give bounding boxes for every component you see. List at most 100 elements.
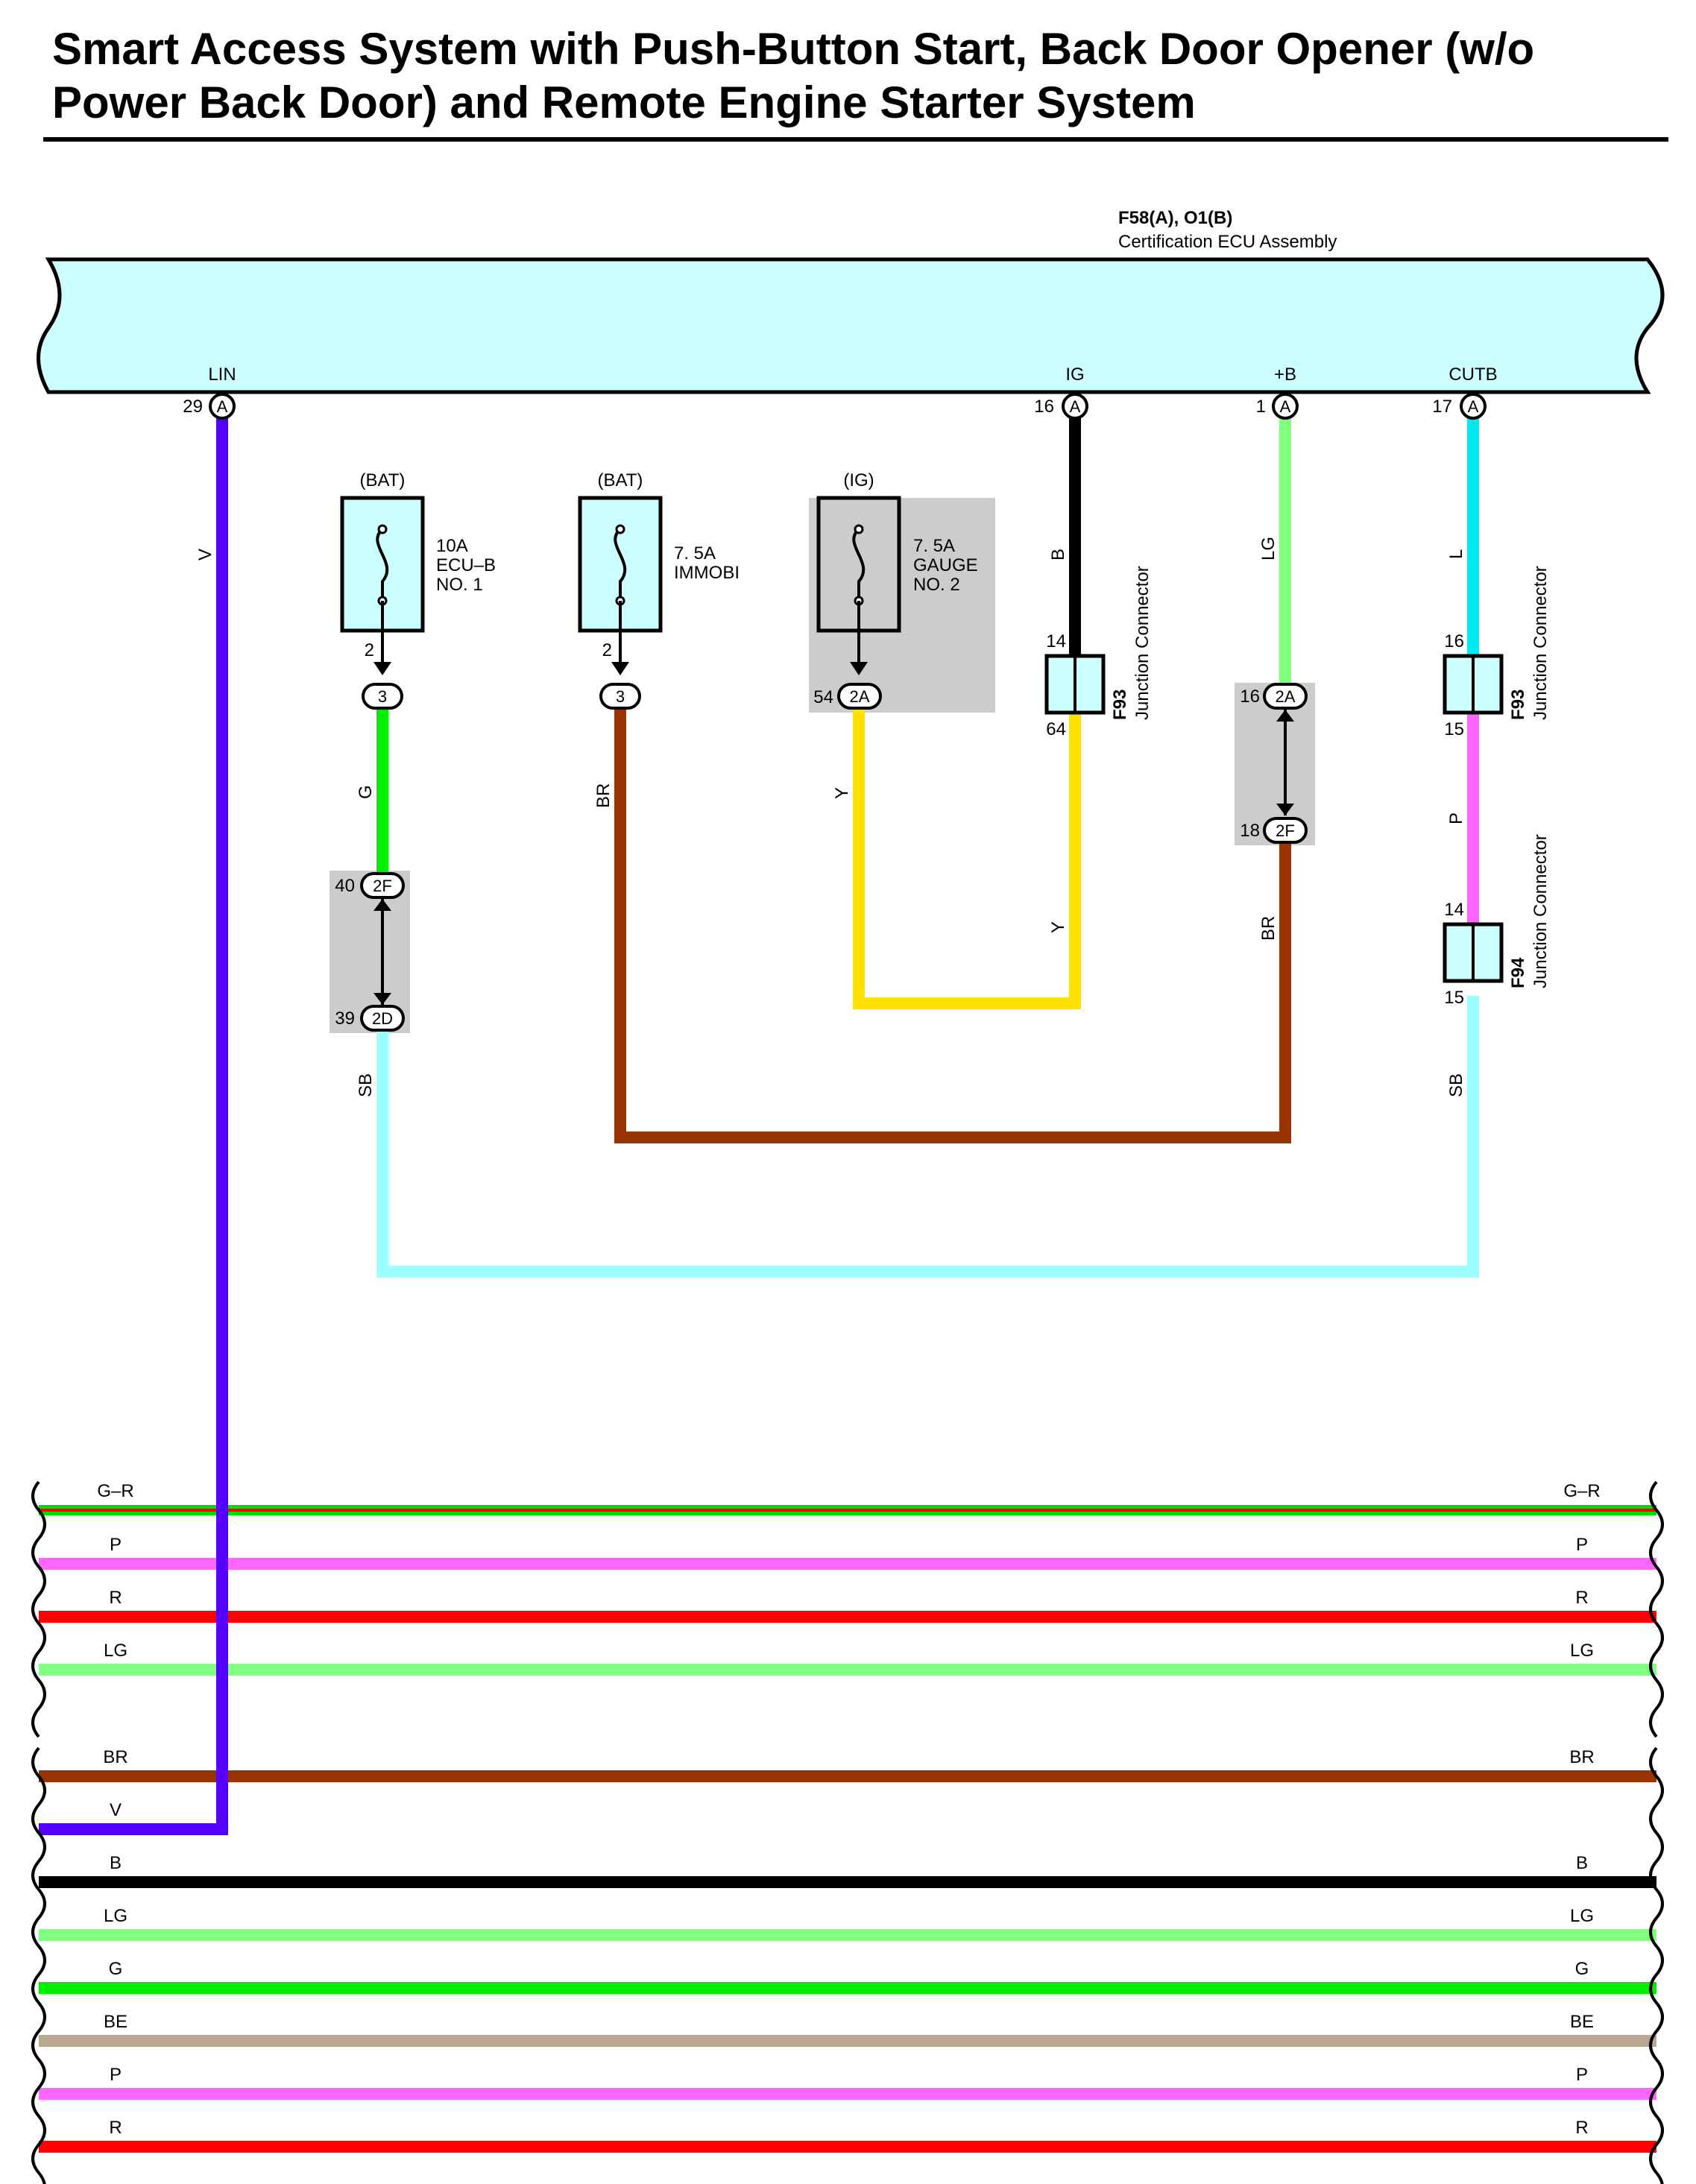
- wire-label-ig-y: Y: [1048, 921, 1068, 933]
- ecu-pin-lin: A 29 LIN: [183, 364, 236, 420]
- bus-label-r2-right: R: [1575, 2118, 1588, 2138]
- wire-gauge-y: [853, 708, 1081, 1009]
- inline-connector-2a-2f: 2A 16 2F 18: [1240, 683, 1308, 844]
- fuse-gauge-label-3: NO. 2: [913, 575, 960, 595]
- page-title: Smart Access System with Push-Button Sta…: [52, 24, 1535, 127]
- wire-label-immobi-br: BR: [593, 783, 614, 808]
- ecu-body: [37, 257, 1665, 394]
- wire-label-lin: V: [195, 549, 215, 561]
- wire-lin-v: [39, 416, 228, 1835]
- junction-f93-cutb-name: Junction Connector: [1531, 566, 1551, 720]
- junction-f94-cutb: 14 15 F94 Junction Connector: [1443, 834, 1551, 1008]
- fuse-ecub-label-1: 10A: [436, 536, 468, 556]
- bus-label-p2-left: P: [110, 2065, 122, 2085]
- ecu-pin-plusb-conn: A: [1280, 397, 1291, 416]
- inline-2f-b-conn: 2F: [1276, 821, 1295, 840]
- fuse-gauge-label-1: 7. 5A: [913, 536, 955, 556]
- fuse-immobi-conn: 3: [616, 687, 625, 706]
- ecu-header: F58(A), O1(B) Certification ECU Assembly: [37, 208, 1665, 394]
- junction-f93-cutb-bottom-pin: 15: [1444, 719, 1464, 739]
- junction-f94-id: F94: [1508, 957, 1528, 988]
- fuse-gauge-conn: 2A: [850, 687, 870, 706]
- bus-break-marks: [31, 1480, 1664, 2184]
- wire-label-cutb-sb: SB: [1446, 1073, 1466, 1097]
- bus-group-2: [39, 1770, 1656, 2153]
- wire-label-cutb-p: P: [1446, 812, 1466, 824]
- wire-label-ecub-g: G: [356, 785, 376, 799]
- wire-label-gauge-y: Y: [832, 787, 852, 799]
- ecu-pin-plusb-num: 1: [1256, 397, 1266, 417]
- bus-label-br-right: BR: [1569, 1747, 1594, 1767]
- junction-f93-ig-top-pin: 14: [1046, 631, 1066, 651]
- ecu-pin-cutb-num: 17: [1432, 397, 1452, 417]
- junction-f93-ig: 14 64 F93 Junction Connector: [1044, 566, 1153, 739]
- ecu-pin-ig: A 16 IG: [1034, 364, 1088, 420]
- fuse-gauge-element: [852, 528, 866, 601]
- bus-label-g-r-left: G–R: [97, 1481, 133, 1501]
- inline-2d-num: 39: [335, 1009, 355, 1029]
- bus-label-p1-right: P: [1576, 1535, 1588, 1555]
- inline-connector-2f-2d: 2F 40 2D 39: [335, 872, 405, 1032]
- ecu-name: Certification ECU Assembly: [1118, 232, 1337, 252]
- fuse-ecub-element: [376, 528, 389, 601]
- fuse-immobi-label-2: IMMOBI: [674, 563, 740, 583]
- wire-label-plusb-lg: LG: [1258, 537, 1279, 561]
- bus-label-g-r-right: G–R: [1563, 1481, 1600, 1501]
- bus-label-b-right: B: [1576, 1853, 1588, 1873]
- bus-label-lg1-right: LG: [1570, 1641, 1594, 1661]
- ecu-pin-ig-name: IG: [1065, 364, 1084, 385]
- wire-ecub-sb: [376, 996, 1479, 1278]
- wire-immobi-br: [614, 708, 1291, 1143]
- fuse-ecub-pin: 2: [365, 640, 374, 660]
- ecu-pin-cutb: A 17 CUTB: [1432, 364, 1498, 420]
- fuse-ecub: (BAT) 10A ECU–B NO. 1 2 3: [340, 470, 496, 710]
- wire-label-plusb-br: BR: [1258, 916, 1279, 941]
- fuse-ecub-conn: 3: [378, 687, 387, 706]
- junction-f93-ig-name: Junction Connector: [1132, 566, 1153, 720]
- ecu-pin-lin-name: LIN: [208, 364, 236, 385]
- bus-label-b-left: B: [110, 1853, 122, 1873]
- junction-f93-cutb: 16 15 F93 Junction Connector: [1443, 566, 1551, 739]
- bus-label-be-left: BE: [104, 2012, 127, 2032]
- bus-label-lg1-left: LG: [104, 1641, 127, 1661]
- wire-label-cutb-l: L: [1446, 549, 1466, 559]
- fuse-immobi-element: [614, 528, 627, 601]
- ecu-pin-cutb-name: CUTB: [1448, 364, 1497, 385]
- bus-label-r2-left: R: [109, 2118, 122, 2138]
- bus-label-br-left: BR: [103, 1747, 127, 1767]
- ecu-pin-plusb-name: +B: [1274, 364, 1296, 385]
- ecu-pin-lin-num: 29: [183, 397, 203, 417]
- fuse-gauge-supply: (IG): [843, 470, 874, 490]
- fuse-gauge-pin: 54: [813, 687, 833, 707]
- bus-label-lg2-left: LG: [104, 1906, 127, 1926]
- ecu-pin-cutb-conn: A: [1468, 397, 1479, 416]
- inline-2f-b-num: 18: [1240, 821, 1260, 841]
- inline-2a-num: 16: [1240, 687, 1260, 707]
- wire-label-ig-b: B: [1048, 549, 1068, 561]
- junction-f94-top-pin: 14: [1444, 900, 1464, 920]
- inline-2f-num: 40: [335, 876, 355, 896]
- bus-label-p1-left: P: [110, 1535, 122, 1555]
- junction-f93-ig-id: F93: [1110, 689, 1130, 720]
- fuse-immobi-supply: (BAT): [598, 470, 643, 490]
- bus-label-r1-left: R: [109, 1588, 122, 1608]
- ecu-pin-lin-conn: A: [217, 397, 228, 416]
- bus-label-be-right: BE: [1570, 2012, 1594, 2032]
- junction-f93-cutb-top-pin: 16: [1444, 631, 1464, 651]
- fuse-gauge-label-2: GAUGE: [913, 555, 978, 575]
- wire-label-ecub-sb: SB: [356, 1073, 376, 1097]
- ecu-pin-ig-num: 16: [1034, 397, 1054, 417]
- bus-label-p2-right: P: [1576, 2065, 1588, 2085]
- bus-label-g-right: G: [1575, 1959, 1589, 1979]
- bus-label-v-left: V: [110, 1800, 122, 1820]
- fuse-immobi-label-1: 7. 5A: [674, 543, 716, 564]
- fuse-immobi-pin: 2: [602, 640, 612, 660]
- bus-label-r1-right: R: [1575, 1588, 1588, 1608]
- ecu-id: F58(A), O1(B): [1118, 208, 1232, 228]
- junction-f93-ig-bottom-pin: 64: [1046, 719, 1066, 739]
- bus-label-lg2-right: LG: [1570, 1906, 1594, 1926]
- ecu-pin-plusb: A 1 +B: [1256, 364, 1299, 420]
- fuse-ecub-label-2: ECU–B: [436, 555, 496, 575]
- inline-2d-conn: 2D: [372, 1009, 393, 1028]
